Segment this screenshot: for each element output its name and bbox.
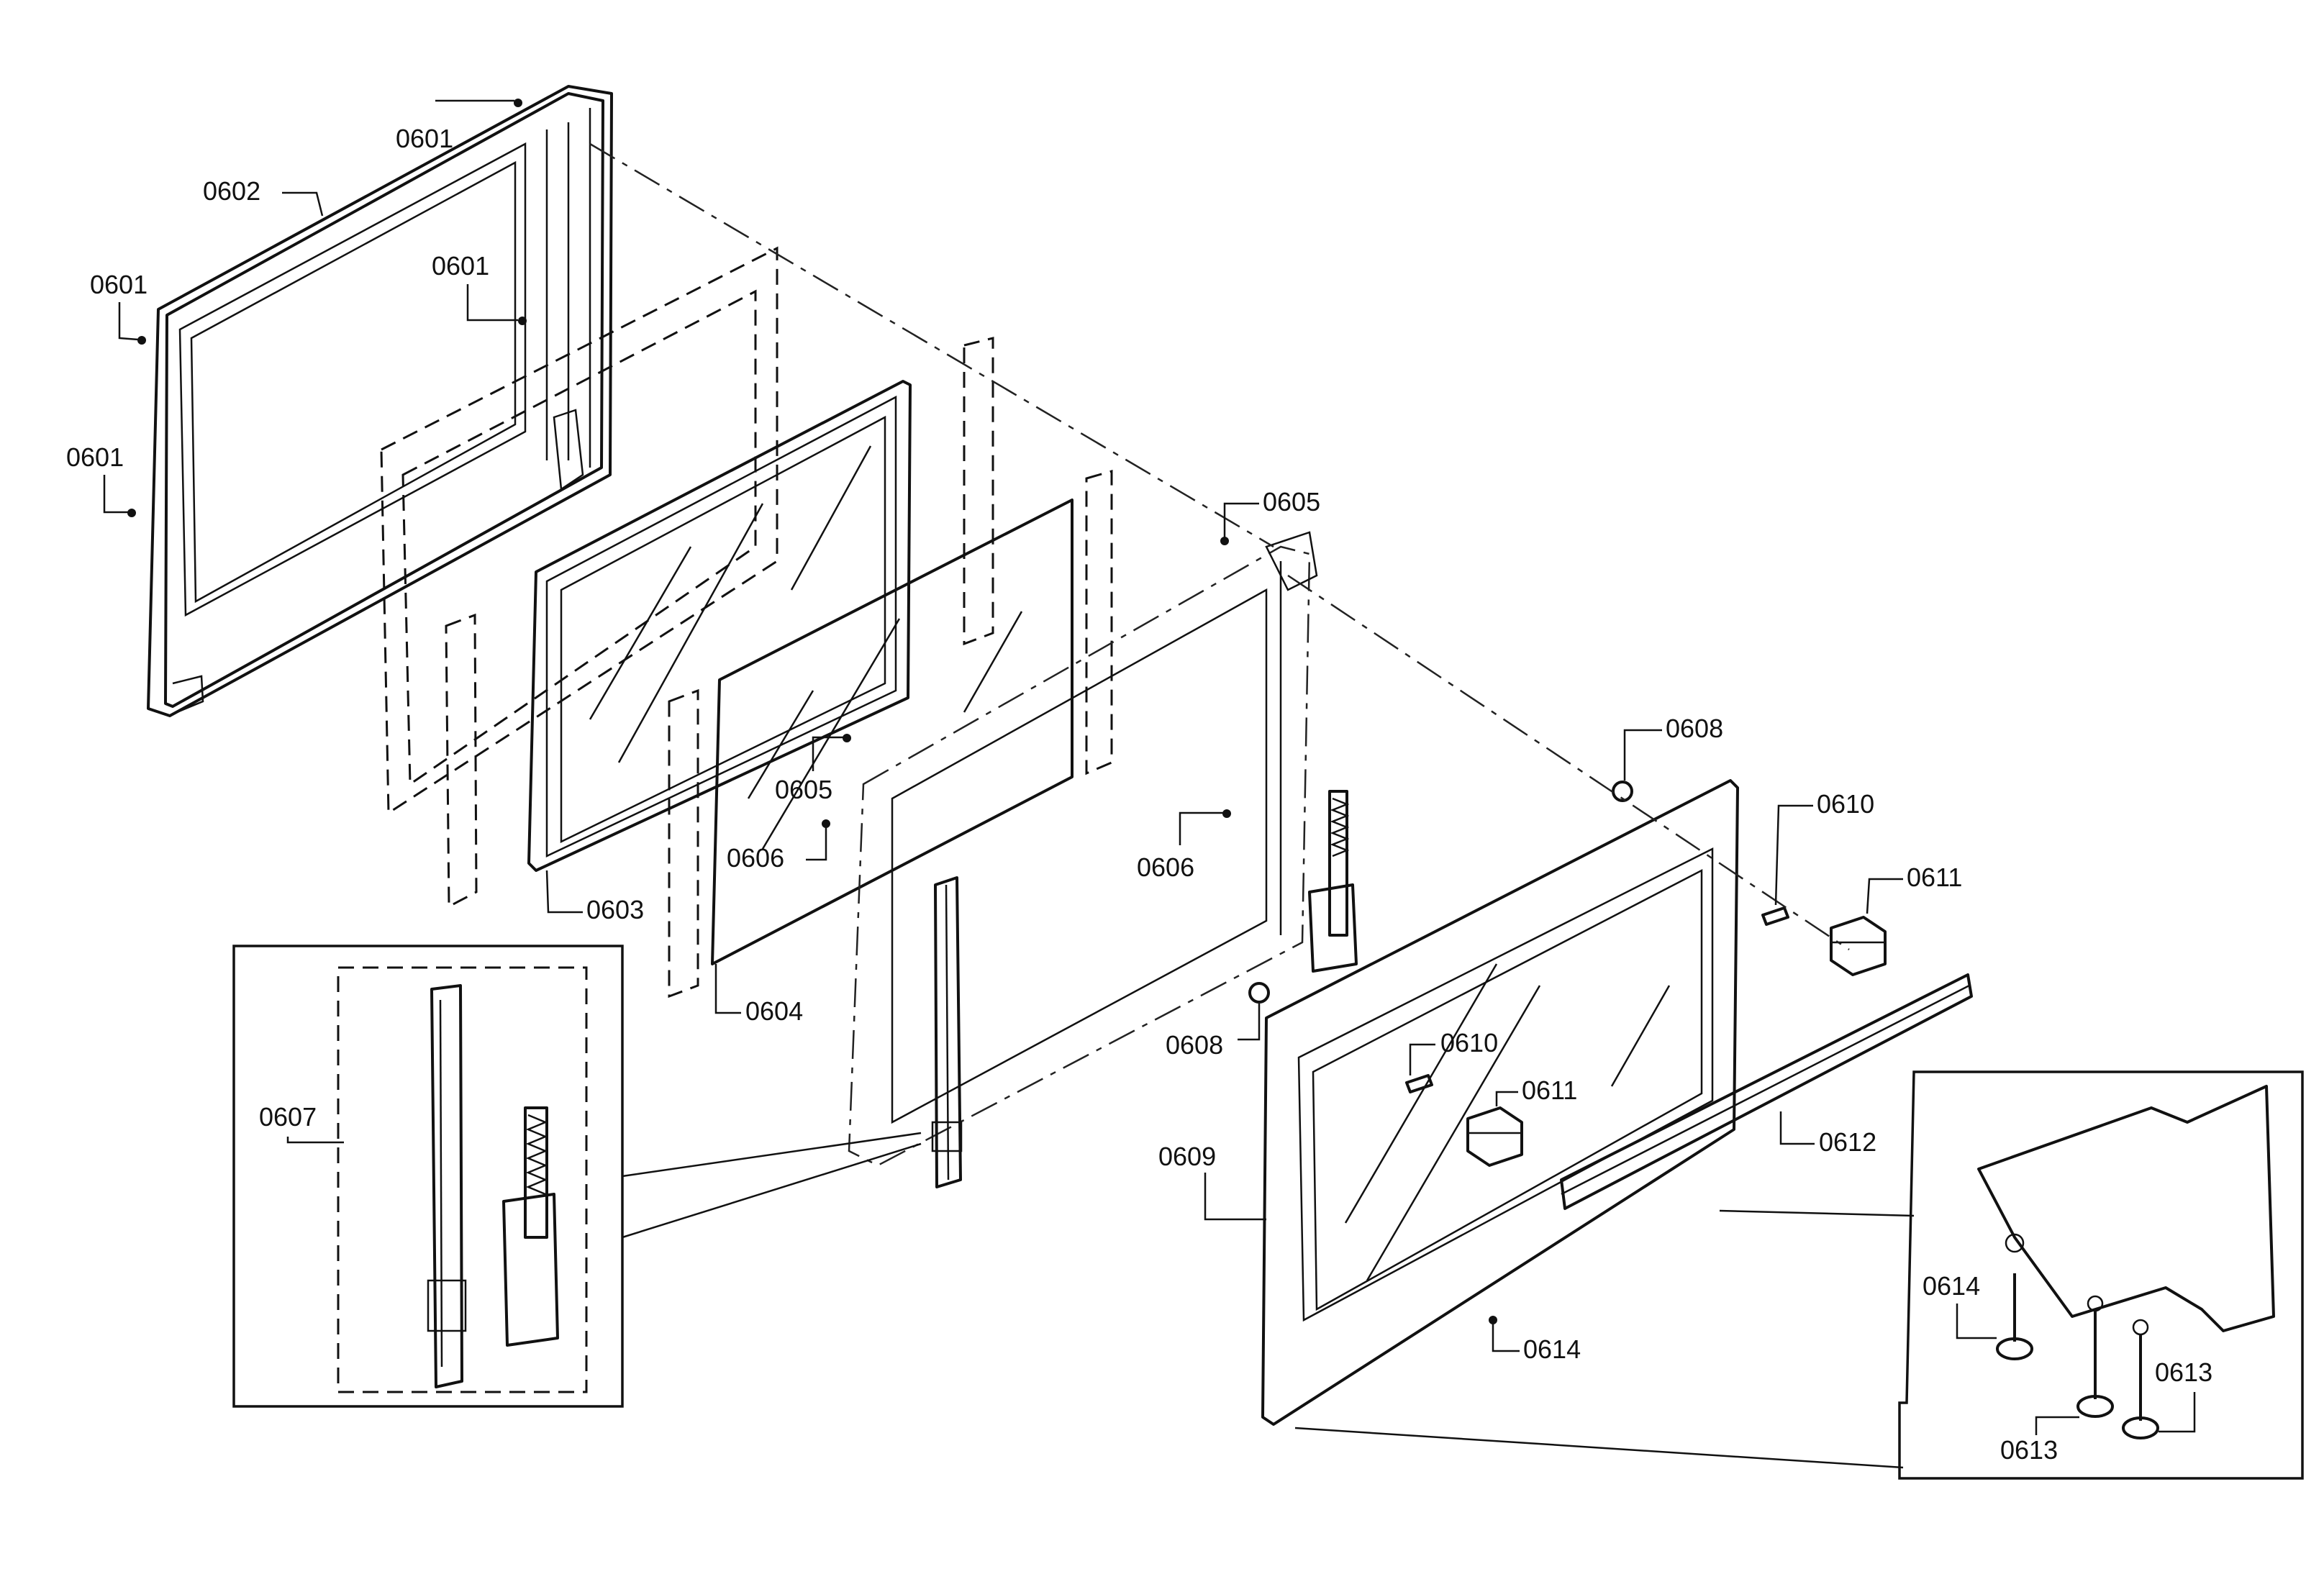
svg-text:0610: 0610 [1817, 789, 1874, 819]
callout-0611-mid: 0611 [1495, 1075, 1577, 1106]
handle-end-cap-lower [1466, 1106, 1523, 1167]
svg-text:0605: 0605 [1263, 487, 1320, 517]
svg-text:0608: 0608 [1166, 1030, 1223, 1060]
assembly-axis-upper [589, 142, 1274, 548]
callout-0601-left-upper: 0601 [90, 270, 147, 345]
bumpers [1248, 781, 1633, 1004]
callout-0601-inner: 0601 [432, 251, 527, 325]
callout-0609: 0609 [1158, 1142, 1266, 1221]
svg-text:0609: 0609 [1158, 1142, 1216, 1171]
screw-icon [2076, 1311, 2114, 1418]
svg-text:0606: 0606 [727, 843, 784, 873]
callout-0610-mid: 0610 [1409, 1028, 1498, 1075]
svg-text:0605: 0605 [775, 775, 832, 804]
svg-text:0601: 0601 [66, 442, 124, 472]
hinge-detail-box [232, 945, 922, 1408]
callout-0614-panel: 0614 [1489, 1316, 1581, 1364]
callout-0607: 0607 [259, 1102, 344, 1144]
svg-text:0614: 0614 [1923, 1271, 1980, 1301]
svg-text:0603: 0603 [586, 895, 644, 924]
callout-0613-right: 0613 [2155, 1357, 2212, 1433]
door-liner-frame [147, 85, 613, 717]
svg-text:0601: 0601 [432, 251, 489, 281]
svg-text:0611: 0611 [1907, 863, 1962, 892]
svg-text:0610: 0610 [1440, 1028, 1498, 1057]
handle-end-cap-upper [1830, 916, 1887, 976]
svg-text:0602: 0602 [203, 176, 260, 206]
callout-0610-top: 0610 [1774, 789, 1874, 906]
svg-text:0614: 0614 [1523, 1334, 1581, 1364]
svg-text:0607: 0607 [259, 1102, 317, 1132]
svg-text:0613: 0613 [2000, 1435, 2058, 1465]
svg-text:0601: 0601 [90, 270, 147, 299]
outer-door-panel [1261, 779, 1739, 1426]
assembly-axis-lower [1287, 574, 1850, 951]
svg-text:0601: 0601 [396, 124, 453, 153]
door-handle [1560, 973, 1973, 1210]
svg-text:0604: 0604 [745, 996, 803, 1026]
insulation-frame [380, 246, 779, 909]
hinge-right-exploded [1308, 790, 1358, 973]
glass-pane [711, 499, 1074, 965]
svg-text:0612: 0612 [1819, 1127, 1876, 1157]
callout-0612: 0612 [1779, 1111, 1876, 1157]
callout-0605-top: 0605 [1220, 487, 1320, 545]
svg-text:0608: 0608 [1666, 714, 1723, 743]
callout-0608-top: 0608 [1623, 714, 1723, 781]
callout-0614-detail: 0614 [1923, 1271, 1997, 1339]
svg-text:0613: 0613 [2155, 1357, 2212, 1387]
callout-0606-left: 0606 [727, 819, 830, 873]
hinge-left-exploded [931, 876, 963, 1188]
callout-0606-right: 0606 [1137, 809, 1231, 882]
callout-0601-top: 0601 [396, 99, 522, 153]
screw-detail-box [1294, 1070, 2304, 1480]
callout-0603: 0603 [545, 870, 644, 924]
screw-icon [1996, 1273, 2033, 1360]
callout-0613-lower: 0613 [2000, 1416, 2079, 1465]
inner-glass-pack [527, 380, 912, 872]
side-support-strips [668, 337, 1113, 998]
callout-0611-top: 0611 [1866, 863, 1962, 914]
spacer-pins [1405, 906, 1789, 1093]
inner-door-frame [848, 531, 1318, 1167]
svg-text:0611: 0611 [1522, 1075, 1577, 1105]
callout-0605-mid: 0605 [775, 734, 851, 804]
callout-0608-left: 0608 [1166, 1004, 1261, 1060]
callout-0601-left-lower: 0601 [66, 442, 136, 517]
svg-text:0606: 0606 [1137, 852, 1194, 882]
callout-0604: 0604 [714, 964, 803, 1026]
screw-icon [2122, 1334, 2159, 1439]
callout-0602: 0602 [203, 176, 324, 217]
